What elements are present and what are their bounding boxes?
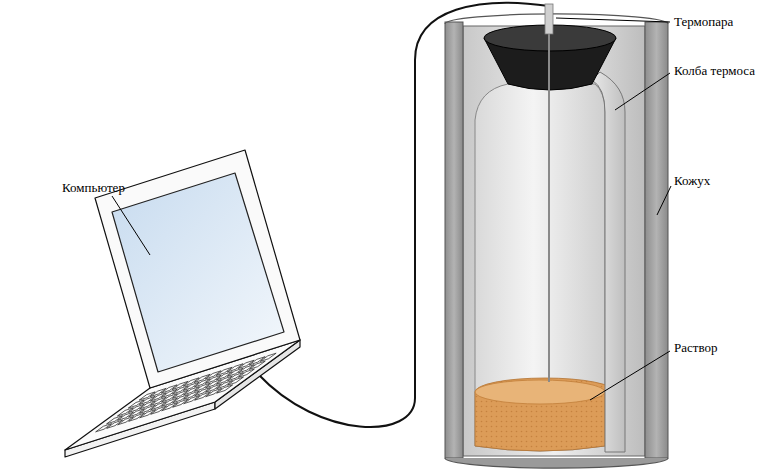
laptop-front-edge [65, 402, 215, 457]
flask-wall [592, 72, 625, 452]
leader-lines [112, 18, 671, 400]
leader-line [657, 186, 671, 215]
shell-wall-left [445, 22, 463, 458]
thermos [445, 4, 668, 468]
key [217, 385, 233, 393]
leader-line [112, 196, 150, 255]
solution-body [475, 378, 615, 451]
key [260, 353, 276, 361]
laptop [65, 150, 300, 457]
part-label: Термопара [674, 14, 733, 30]
part-label: Раствор [674, 340, 718, 356]
part-label: Компьютер [62, 180, 125, 196]
key [228, 377, 244, 385]
thermocouple-rod [548, 28, 550, 382]
solution-surface [475, 380, 605, 404]
key [249, 361, 265, 369]
leader-line [590, 351, 670, 400]
flask-inner [475, 84, 605, 451]
shell-bottom [445, 458, 668, 468]
shell-rim [445, 14, 668, 24]
leader-line [556, 18, 670, 22]
part-label: Кожух [674, 173, 710, 189]
laptop-lid [95, 150, 300, 388]
part-label: Колба термоса [674, 63, 755, 79]
leader-line [615, 73, 670, 110]
shell-inner [463, 26, 645, 456]
laptop-screen [112, 173, 284, 372]
key [238, 369, 254, 377]
thermocouple-head [545, 4, 553, 34]
